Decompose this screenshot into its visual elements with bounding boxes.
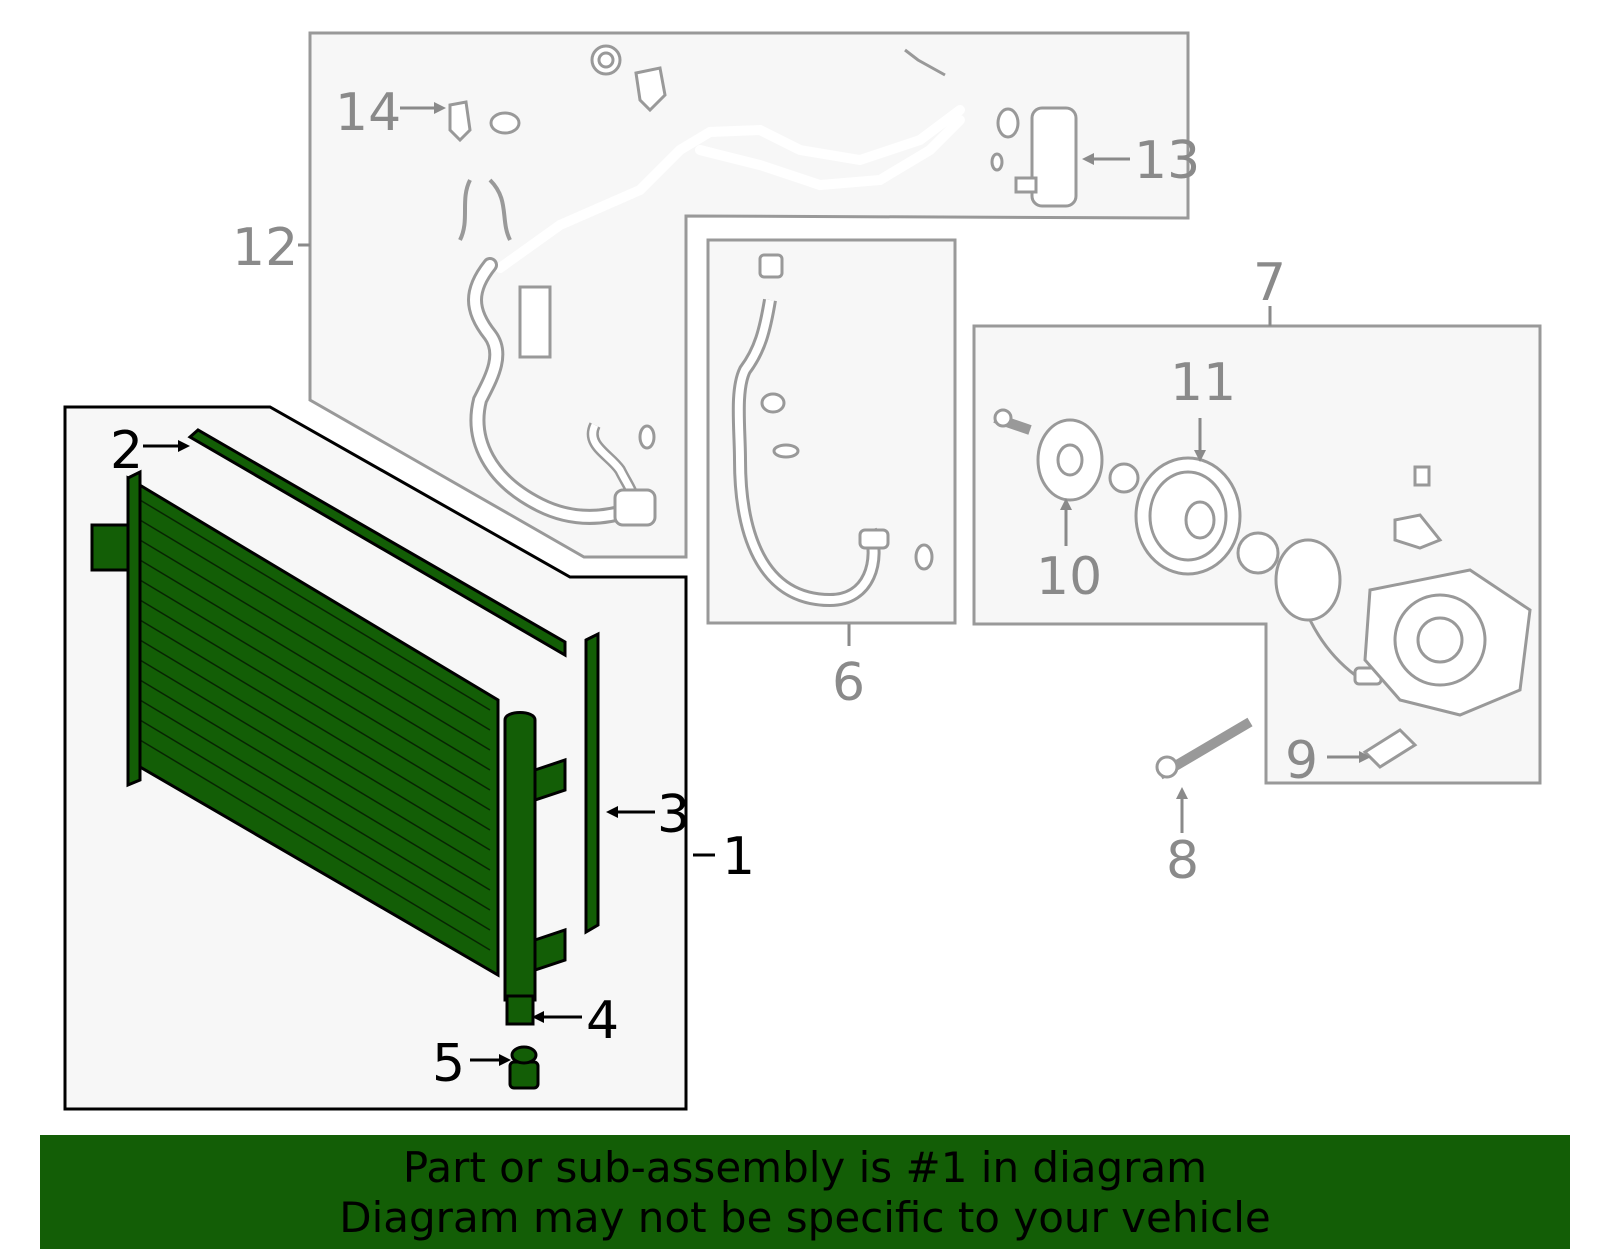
callout-9: 9 (1285, 731, 1318, 791)
callout-12: 12 (232, 218, 298, 278)
banner-line-2: Diagram may not be specific to your vehi… (339, 1193, 1271, 1242)
banner-line-1: Part or sub-assembly is #1 in diagram (402, 1143, 1208, 1192)
discharge-hose-assembly (731, 253, 934, 608)
callout-13: 13 (1134, 131, 1200, 191)
callout-11: 11 (1170, 353, 1236, 413)
callout-10: 10 (1036, 547, 1102, 607)
callout-3: 3 (657, 785, 690, 845)
panel-6-hose (706, 238, 957, 625)
callout-4: 4 (586, 991, 619, 1051)
callout-7: 7 (1253, 253, 1286, 313)
panel-12-lines (308, 31, 1190, 559)
compressor-assembly (993, 408, 1532, 780)
condenser-assembly (90, 428, 600, 1090)
refrigerant-line-assembly (448, 44, 1078, 527)
callout-14: 14 (335, 83, 401, 143)
callout-1: 1 (722, 827, 755, 887)
callout-8: 8 (1166, 831, 1199, 891)
callout-5: 5 (432, 1034, 465, 1094)
callout-2: 2 (110, 421, 143, 481)
footer-banner: Part or sub-assembly is #1 in diagram Di… (40, 1135, 1570, 1249)
callout-arrows (143, 102, 1371, 1066)
callout-6: 6 (832, 653, 865, 713)
